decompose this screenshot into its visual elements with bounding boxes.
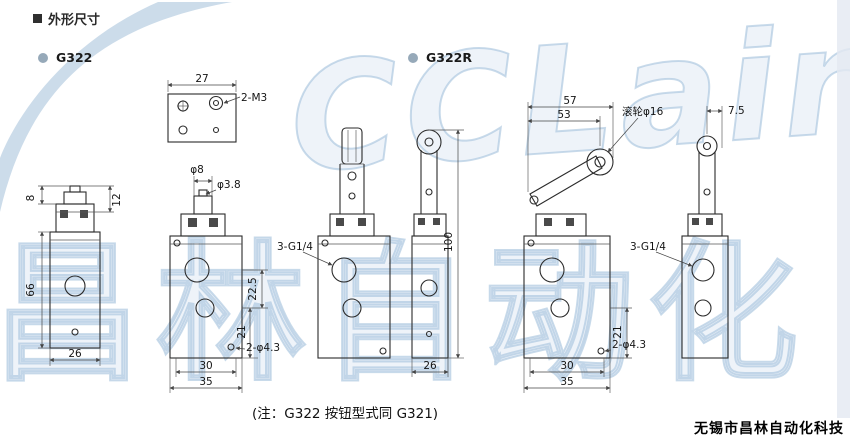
section-header: 外形尺寸 bbox=[33, 9, 100, 28]
dim-c-phi8: φ8 bbox=[190, 164, 204, 176]
dim-a-26: 26 bbox=[68, 348, 82, 360]
valve-g322r-side-view: 100 26 bbox=[411, 129, 464, 377]
dim-a-12: 12 bbox=[111, 193, 123, 206]
footnote: (注：G322 按钮型式同 G321) bbox=[252, 406, 439, 422]
model-name: G322R bbox=[426, 50, 472, 65]
dim-c-225: 22.5 bbox=[247, 277, 259, 300]
dim-e-100: 100 bbox=[443, 232, 455, 252]
valve-g322-top-view: 27 2-M3 bbox=[167, 73, 267, 143]
section-square-icon bbox=[33, 14, 42, 23]
company-name: 无锡市昌林自动化科技 bbox=[694, 421, 844, 437]
model-label-g322: G322 bbox=[38, 50, 92, 65]
dim-f-57: 57 bbox=[563, 95, 576, 107]
dim-f-53: 53 bbox=[557, 109, 570, 121]
valve-g322r-front-view: 3-G1/4 bbox=[277, 127, 391, 359]
label-f-holes: 2-φ4.3 bbox=[612, 339, 646, 351]
page-edge-strip bbox=[837, 0, 850, 418]
label-2-m3: 2-M3 bbox=[241, 92, 267, 104]
valve-g322-front-view: φ8 φ3.8 22.5 21 2-φ4.3 30 35 bbox=[169, 164, 280, 393]
label-g-port: 3-G1/4 bbox=[630, 241, 666, 253]
label-roller-phi16: 滚轮φ16 bbox=[622, 105, 664, 118]
bullet-icon bbox=[38, 52, 48, 63]
dim-c-30: 30 bbox=[199, 360, 212, 372]
dim-c-35: 35 bbox=[199, 376, 212, 388]
dim-c-phi38: φ3.8 bbox=[217, 179, 241, 191]
model-name: G322 bbox=[56, 50, 93, 65]
dim-c-21: 21 bbox=[236, 325, 248, 338]
valve-g322r-lever-view: 57 53 滚轮φ16 21 2-φ4.3 30 35 bbox=[523, 95, 664, 393]
label-c-holes: 2-φ4.3 bbox=[246, 342, 280, 354]
label-d-port: 3-G1/4 bbox=[277, 241, 313, 253]
dim-f-30: 30 bbox=[560, 360, 573, 372]
dim-f-21: 21 bbox=[612, 325, 624, 338]
valve-g322r-side-view-2: 7.5 3-G1/4 bbox=[630, 105, 745, 359]
dim-a-66: 66 bbox=[25, 283, 37, 297]
model-label-g322r: G322R bbox=[408, 50, 472, 65]
dim-e-26: 26 bbox=[423, 360, 437, 372]
bullet-icon bbox=[408, 52, 418, 63]
dim-f-35: 35 bbox=[560, 376, 573, 388]
dim-a-8: 8 bbox=[25, 195, 37, 202]
dim-top-27: 27 bbox=[195, 73, 208, 85]
valve-g322-side-view: 8 66 12 26 bbox=[25, 185, 123, 366]
dim-g-75: 7.5 bbox=[728, 105, 745, 117]
section-title: 外形尺寸 bbox=[48, 13, 101, 28]
